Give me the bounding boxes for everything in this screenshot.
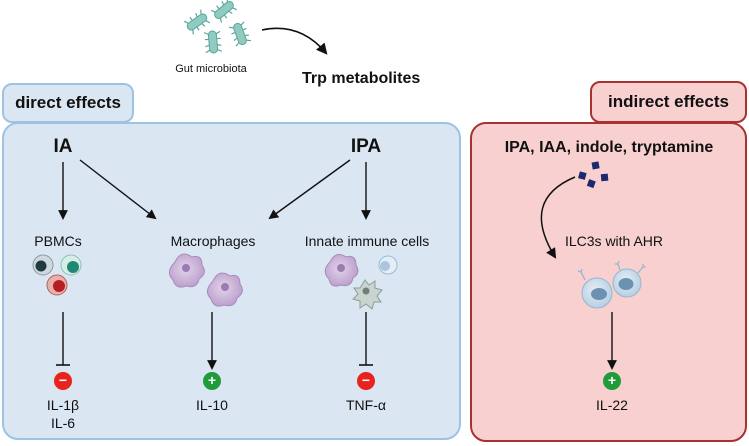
output-il10-label: IL-10 — [196, 397, 228, 413]
output-tnfa-label: TNF-α — [346, 397, 386, 413]
arrow-metabolites-ilc3 — [540, 176, 576, 259]
indirect-effects-title: indirect effects — [590, 81, 747, 123]
gut-microbiota-label: Gut microbiota — [175, 63, 247, 75]
innate-immune-cells-icon — [324, 253, 398, 310]
minus-sign: − — [361, 372, 371, 388]
microbiota-arrow — [261, 27, 328, 55]
ia-label: IA — [53, 136, 73, 157]
pbmcs-label: PBMCs — [34, 233, 82, 249]
bacteria-icon — [183, 0, 252, 54]
macrophage-cells-icon — [169, 253, 243, 307]
plus-sign: + — [207, 372, 217, 388]
trp-metabolites-label: Trp metabolites — [302, 70, 421, 87]
output-il6-label: IL-6 — [50, 415, 76, 431]
ilc3-cells-icon — [577, 260, 646, 309]
indirect-metabolites-label: IPA, IAA, indole, tryptamine — [504, 139, 714, 156]
plus-sign: + — [607, 372, 617, 388]
plus-circle-icon — [203, 372, 221, 390]
macrophages-label: Macrophages — [170, 233, 256, 249]
arrow-ipa-macrophages — [268, 159, 351, 220]
innate-immune-cells-label: Innate immune cells — [304, 233, 430, 249]
plus-circle-icon — [603, 372, 621, 390]
minus-sign: − — [58, 372, 68, 388]
ilc3-label: ILC3s with AHR — [564, 233, 664, 249]
arrow-ia-macrophages — [79, 159, 157, 220]
ipa-label: IPA — [350, 136, 382, 157]
pbmc-cells-icon — [32, 254, 82, 296]
output-il22-label: IL-22 — [596, 397, 628, 413]
direct-effects-title: direct effects — [2, 83, 134, 123]
minus-circle-icon — [357, 372, 375, 390]
minus-circle-icon — [54, 372, 72, 390]
output-il1b-label: IL-1β — [46, 397, 80, 413]
metabolite-squares-icon — [578, 161, 609, 189]
